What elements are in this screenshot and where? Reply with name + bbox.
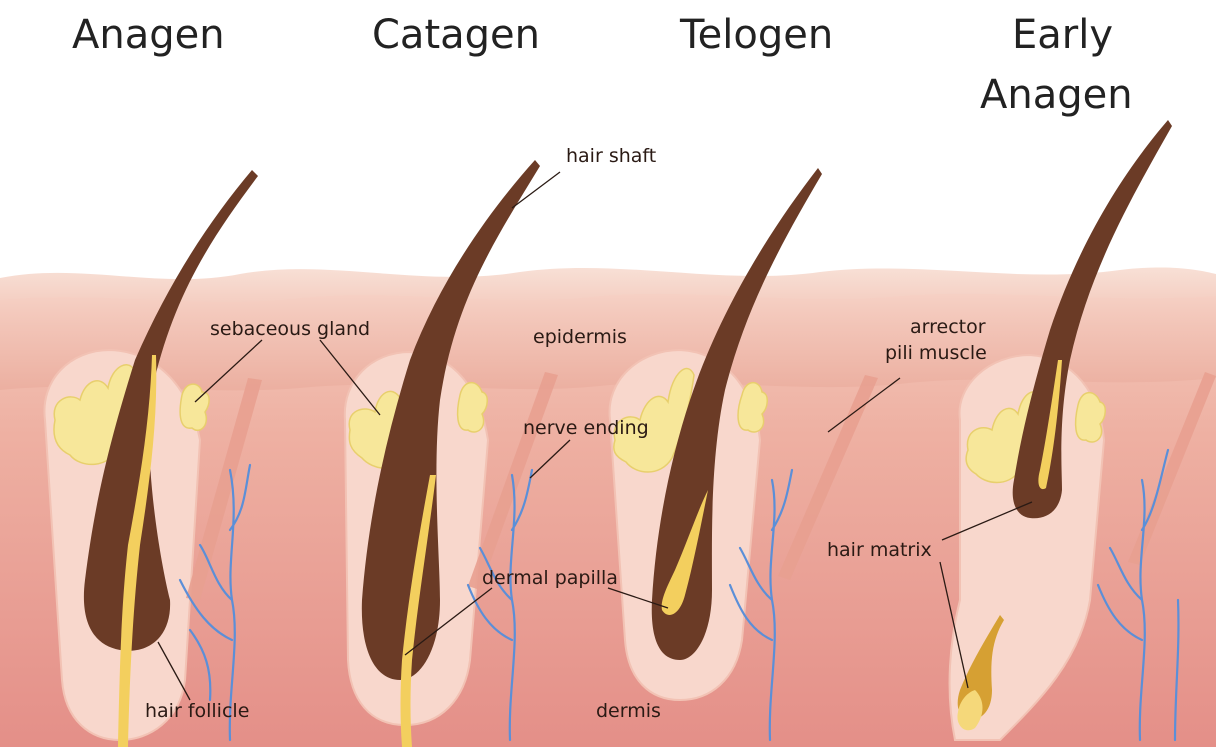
title-anagen: Anagen: [72, 12, 225, 58]
label-hair-shaft: hair shaft: [566, 145, 656, 167]
label-sebaceous-gland: sebaceous gland: [210, 318, 370, 340]
label-nerve-ending: nerve ending: [523, 417, 649, 439]
stage-titles: Anagen Catagen Telogen Early Anagen: [72, 12, 1133, 118]
label-arrector-line1: arrector: [910, 316, 986, 338]
title-catagen: Catagen: [372, 12, 540, 58]
title-telogen: Telogen: [679, 12, 833, 58]
label-dermal-papilla: dermal papilla: [482, 567, 618, 589]
label-dermis: dermis: [596, 700, 661, 722]
label-arrector-line2: pili muscle: [885, 342, 987, 364]
label-hair-follicle: hair follicle: [145, 700, 249, 722]
title-early-anagen-line1: Early: [1012, 12, 1113, 58]
title-early-anagen-line2: Anagen: [980, 72, 1133, 118]
label-epidermis: epidermis: [533, 326, 627, 348]
label-hair-matrix: hair matrix: [827, 539, 932, 561]
